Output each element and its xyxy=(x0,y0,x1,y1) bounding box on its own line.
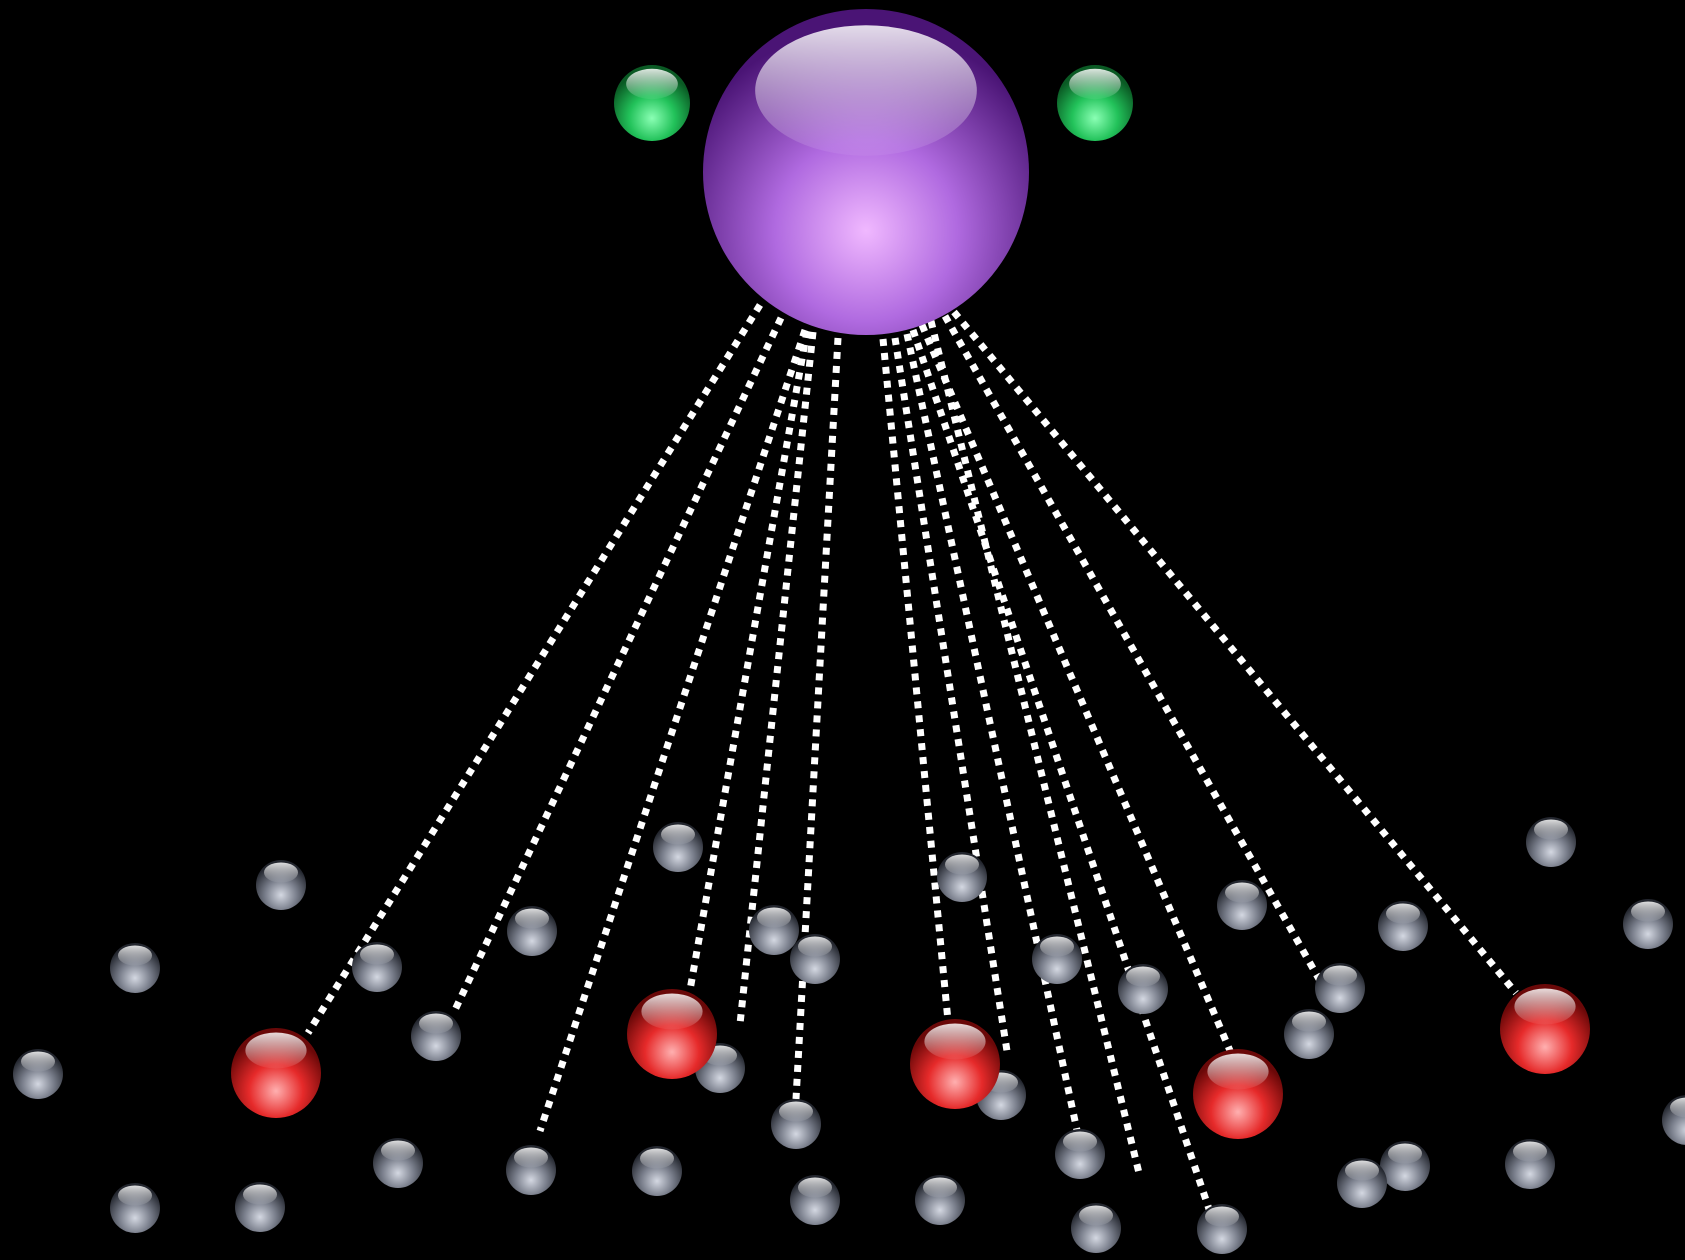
gray-node-33 xyxy=(373,1138,423,1188)
gloss-highlight xyxy=(640,1149,674,1169)
gray-node-26 xyxy=(1055,1129,1105,1179)
gloss-highlight xyxy=(245,1033,306,1069)
gloss-highlight xyxy=(118,946,152,966)
gray-node-8 xyxy=(749,905,799,955)
gloss-highlight xyxy=(264,863,298,883)
gloss-highlight xyxy=(243,1185,277,1205)
gloss-highlight xyxy=(641,994,702,1030)
satellite-node-2 xyxy=(1057,65,1133,141)
connector-line-9 xyxy=(907,334,1078,1135)
red-node-5 xyxy=(1500,984,1590,1074)
gloss-highlight xyxy=(1388,1144,1422,1164)
gloss-highlight xyxy=(924,1024,985,1060)
gray-node-13 xyxy=(1032,934,1082,984)
gray-node-9 xyxy=(790,934,840,984)
gloss-highlight xyxy=(945,855,979,875)
red-node-2 xyxy=(627,989,717,1079)
connector-line-8 xyxy=(895,338,1007,1051)
gloss-highlight xyxy=(1069,69,1121,99)
gloss-highlight xyxy=(1292,1012,1326,1032)
connector-line-6 xyxy=(796,338,838,1099)
gloss-highlight xyxy=(21,1052,55,1072)
gloss-highlight xyxy=(1225,883,1259,903)
gloss-highlight xyxy=(661,825,695,845)
gloss-highlight xyxy=(1040,937,1074,957)
gloss-highlight xyxy=(514,1148,548,1168)
gray-node-2 xyxy=(110,943,160,993)
gray-node-5 xyxy=(411,1011,461,1061)
gray-node-17 xyxy=(1284,1009,1334,1059)
red-node-1 xyxy=(231,1028,321,1118)
gloss-highlight xyxy=(1345,1161,1379,1181)
nodes xyxy=(13,9,1685,1254)
gloss-highlight xyxy=(1126,967,1160,987)
gray-node-16 xyxy=(1217,880,1267,930)
gloss-highlight xyxy=(1063,1132,1097,1152)
gloss-highlight xyxy=(923,1178,957,1198)
gloss-highlight xyxy=(360,945,394,965)
gloss-highlight xyxy=(757,908,791,928)
gray-node-34 xyxy=(235,1182,285,1232)
connector-line-13 xyxy=(945,316,1328,995)
gloss-highlight xyxy=(1631,902,1665,922)
gray-node-29 xyxy=(915,1175,965,1225)
gray-node-32 xyxy=(506,1145,556,1195)
gloss-highlight xyxy=(1513,1142,1547,1162)
hub-node xyxy=(703,9,1029,335)
gray-node-15 xyxy=(1118,964,1168,1014)
red-node-4 xyxy=(1193,1049,1283,1139)
gloss-highlight xyxy=(1079,1206,1113,1226)
gray-node-11 xyxy=(771,1099,821,1149)
gray-node-21 xyxy=(1623,899,1673,949)
connector-line-7 xyxy=(883,339,948,1021)
red-node-3 xyxy=(910,1019,1000,1109)
gray-node-25 xyxy=(1337,1158,1387,1208)
gray-node-28 xyxy=(1071,1203,1121,1253)
gray-node-18 xyxy=(1315,963,1365,1013)
gray-node-24 xyxy=(1380,1141,1430,1191)
gloss-highlight xyxy=(779,1102,813,1122)
satellite-node-1 xyxy=(614,65,690,141)
gloss-highlight xyxy=(1205,1207,1239,1227)
gloss-highlight xyxy=(626,69,678,99)
gray-node-31 xyxy=(632,1146,682,1196)
gray-node-23 xyxy=(1505,1139,1555,1189)
gray-node-4 xyxy=(352,942,402,992)
connector-line-2 xyxy=(454,318,781,1012)
gray-node-12 xyxy=(937,852,987,902)
gloss-highlight xyxy=(1207,1054,1268,1090)
gloss-highlight xyxy=(515,909,549,929)
gray-node-19 xyxy=(1378,901,1428,951)
gloss-highlight xyxy=(755,25,977,155)
gray-node-6 xyxy=(507,906,557,956)
gloss-highlight xyxy=(1386,904,1420,924)
gray-node-22 xyxy=(1662,1095,1685,1145)
gray-node-1 xyxy=(256,860,306,910)
gray-node-7 xyxy=(653,822,703,872)
gray-node-27 xyxy=(1197,1204,1247,1254)
gloss-highlight xyxy=(798,937,832,957)
connector-line-4 xyxy=(690,331,807,990)
gray-node-35 xyxy=(110,1183,160,1233)
gloss-highlight xyxy=(1514,989,1575,1025)
gloss-highlight xyxy=(1534,820,1568,840)
gloss-highlight xyxy=(798,1178,832,1198)
gloss-highlight xyxy=(1323,966,1357,986)
gloss-highlight xyxy=(381,1141,415,1161)
gray-node-30 xyxy=(790,1175,840,1225)
gloss-highlight xyxy=(419,1014,453,1034)
gray-node-3 xyxy=(13,1049,63,1099)
gloss-highlight xyxy=(118,1186,152,1206)
gray-node-20 xyxy=(1526,817,1576,867)
